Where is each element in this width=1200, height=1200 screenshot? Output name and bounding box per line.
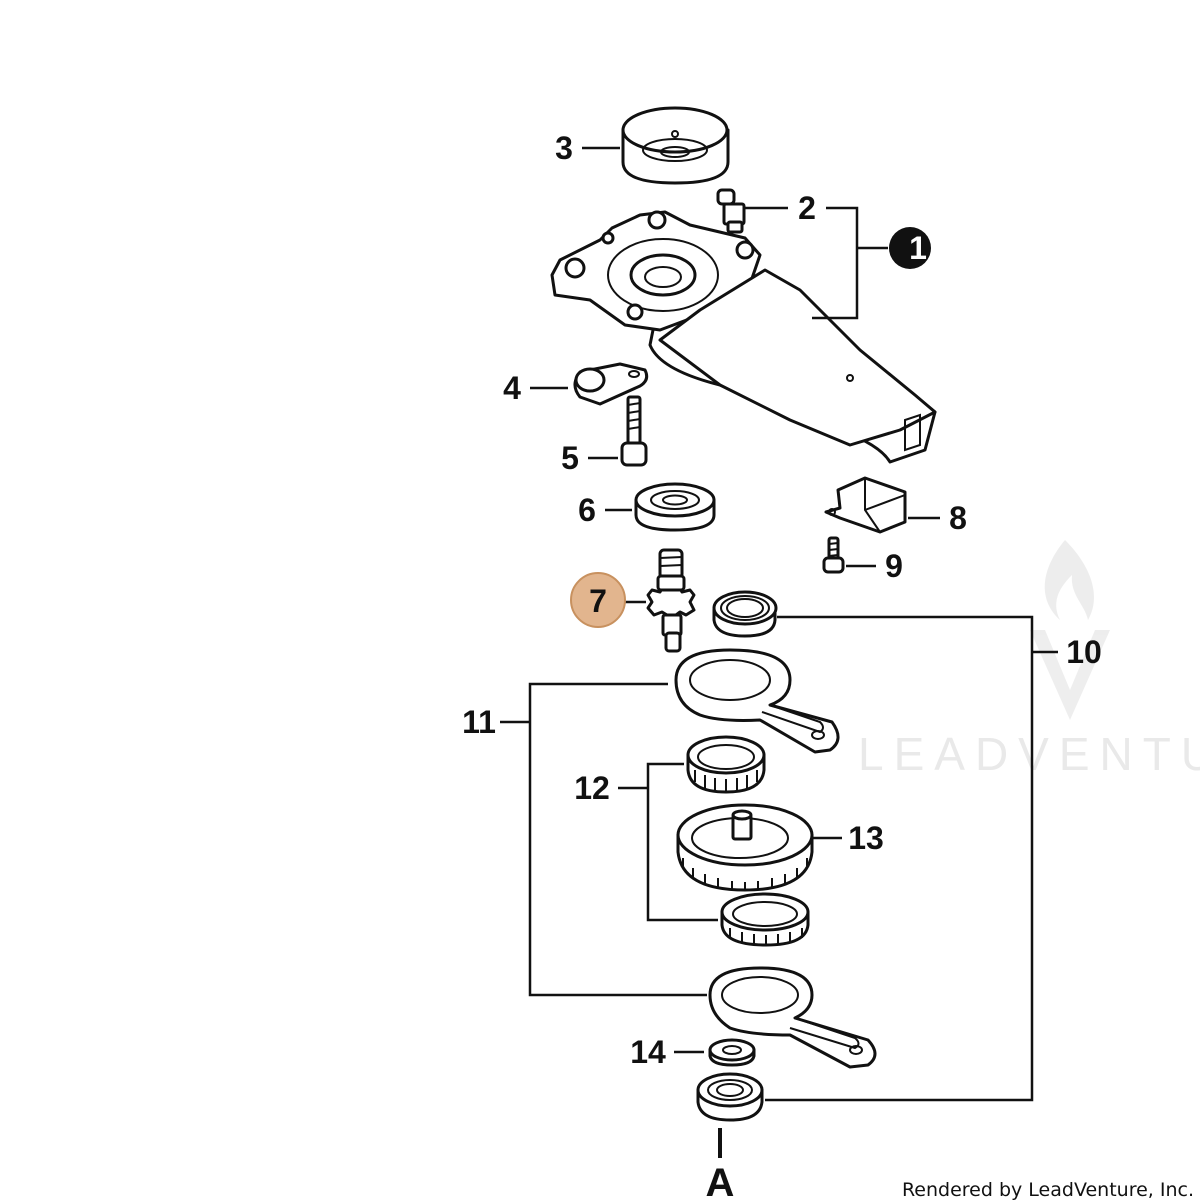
part-11-plate-lower bbox=[708, 966, 877, 1069]
watermark-text: LEADVENTU bbox=[858, 728, 1200, 780]
callout-1-badge-icon bbox=[889, 227, 931, 269]
part-8-bracket bbox=[824, 476, 907, 534]
part-12-needle-cage-lower bbox=[720, 892, 810, 947]
watermark-logo-icon bbox=[1030, 540, 1110, 720]
callout-11[interactable]: 11 bbox=[462, 704, 496, 740]
footer-credit: Rendered by LeadVenture, Inc. bbox=[902, 1179, 1194, 1200]
callout-10[interactable]: 10 bbox=[1066, 634, 1102, 670]
part-2-fitting bbox=[716, 188, 746, 234]
callout-3[interactable]: 3 bbox=[555, 130, 573, 166]
part-10-bearing-top bbox=[712, 590, 778, 638]
part-4-clip bbox=[573, 362, 649, 406]
part-6-bearing bbox=[634, 482, 716, 532]
part-11-plate-upper bbox=[674, 648, 840, 754]
part-5-screw bbox=[620, 395, 648, 467]
callout-2[interactable]: 2 bbox=[798, 190, 816, 226]
part-10-bearing-bottom bbox=[696, 1072, 764, 1122]
callout-12[interactable]: 12 bbox=[574, 770, 610, 806]
callout-4[interactable]: 4 bbox=[503, 370, 521, 406]
part-7-pinion-shaft bbox=[646, 548, 696, 653]
part-3-cup bbox=[621, 106, 730, 185]
callout-13[interactable]: 13 bbox=[848, 820, 884, 856]
callout-9[interactable]: 9 bbox=[885, 548, 903, 584]
part-13-gear bbox=[676, 803, 814, 892]
callout-6[interactable]: 6 bbox=[578, 492, 596, 528]
leader-lines bbox=[500, 146, 1058, 1158]
callout-1[interactable]: 1 bbox=[909, 230, 927, 266]
part-14-washer bbox=[708, 1038, 756, 1067]
callout-7[interactable]: 7 bbox=[589, 583, 607, 619]
callout-8[interactable]: 8 bbox=[949, 500, 967, 536]
callout-A[interactable]: A bbox=[706, 1161, 735, 1200]
callout-5[interactable]: 5 bbox=[561, 440, 579, 476]
callout-7-highlight bbox=[570, 572, 626, 628]
part-1-housing bbox=[550, 210, 937, 464]
part-12-needle-cage-upper bbox=[686, 735, 766, 794]
part-9-screw bbox=[822, 536, 845, 574]
callout-14[interactable]: 14 bbox=[630, 1034, 666, 1070]
